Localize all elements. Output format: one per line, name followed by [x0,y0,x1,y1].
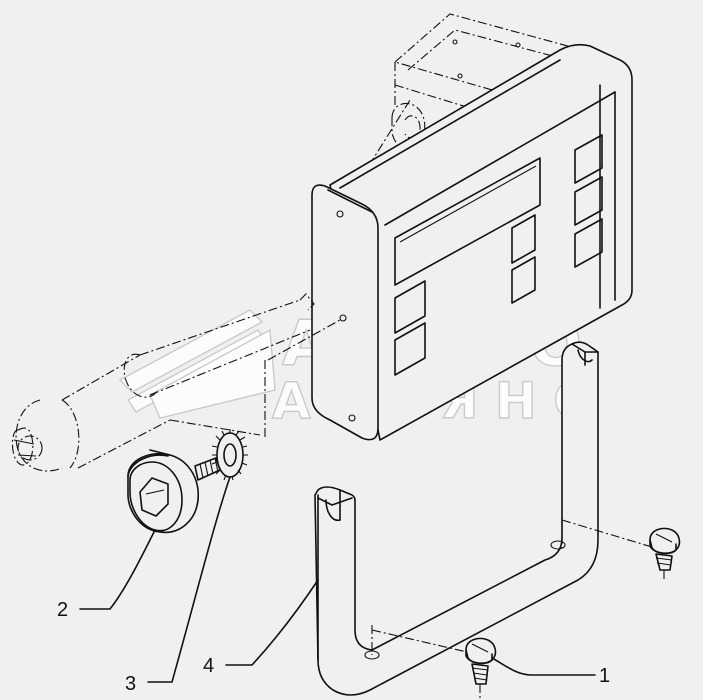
callout-4: 4 [203,655,214,677]
screw-part-1-upper [649,527,681,582]
screw-part-1-lower [465,637,497,700]
leader-1 [491,657,596,676]
watermark-emblem [118,309,276,419]
leader-4 [225,579,319,666]
sensor-phantom [11,293,341,472]
knob-screw-part-2 [127,449,221,534]
callout-2: 2 [57,599,68,621]
leader-3 [147,476,231,683]
leader-lines [79,476,596,683]
callouts: 1 2 3 4 [57,599,610,695]
leader-2 [79,529,156,610]
callout-3: 3 [125,673,136,695]
display-housing [311,43,633,441]
lock-washer-part-3 [211,429,248,481]
u-bracket-part-4 [314,341,663,696]
callout-1: 1 [599,665,610,687]
